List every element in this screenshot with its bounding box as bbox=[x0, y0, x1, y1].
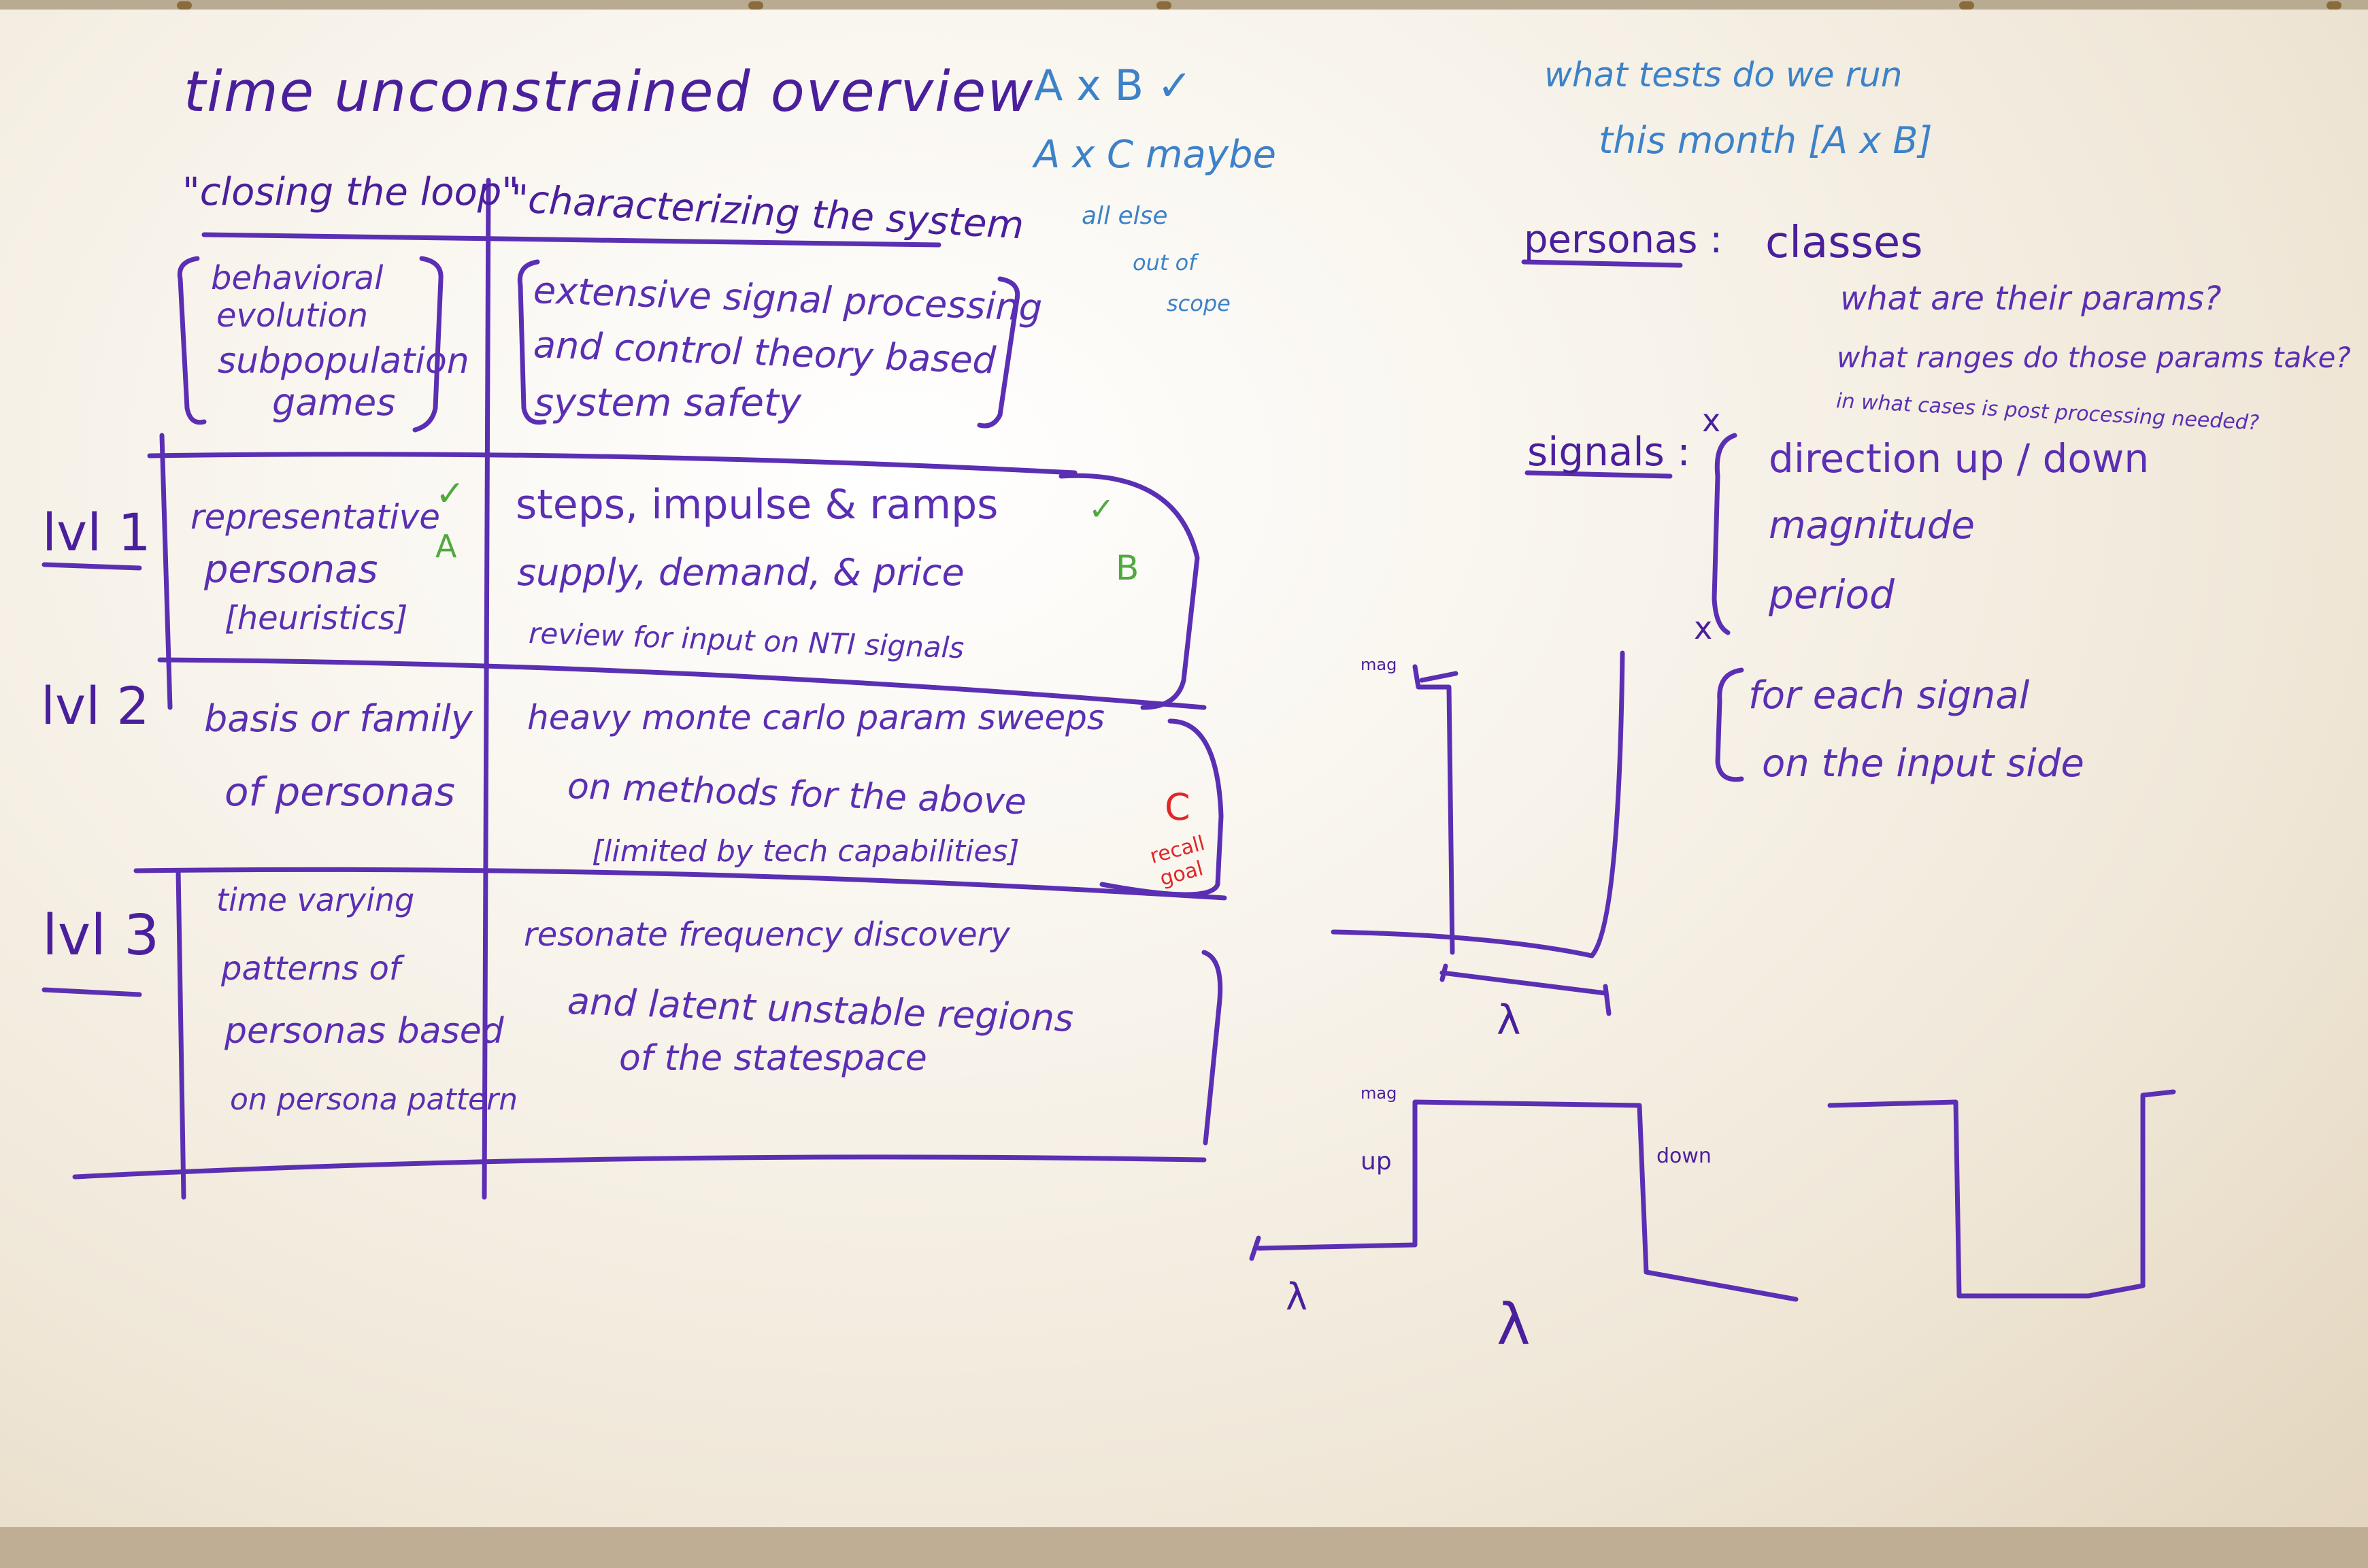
square-wave bbox=[1249, 1099, 1799, 1302]
top-right-line: system safety bbox=[534, 381, 802, 425]
lvl1-left-line: [heuristics] bbox=[224, 599, 408, 637]
persona-question: what ranges do those params take? bbox=[1837, 341, 2351, 374]
lvl2-right-line: heavy monte carlo param sweeps bbox=[527, 698, 1105, 737]
impulse-left-edge bbox=[1412, 664, 1455, 955]
impulse-axis bbox=[1331, 650, 1625, 958]
personas-value: classes bbox=[1765, 218, 1923, 268]
square-down-label: down bbox=[1656, 1144, 1712, 1168]
tests-note-line: what tests do we run bbox=[1544, 55, 1903, 95]
marker-b: B bbox=[1116, 548, 1139, 588]
lvl3-right-line: resonate frequency discovery bbox=[524, 916, 1010, 954]
frame-clip bbox=[1959, 1, 1974, 10]
ink-strokes bbox=[41, 178, 2176, 1302]
impulse-top bbox=[1419, 671, 1458, 683]
for-each-signal-line: for each signal bbox=[1748, 673, 2030, 718]
square-period-small: λ bbox=[1286, 1275, 1307, 1318]
lvl1-left-line: representative bbox=[190, 497, 440, 537]
lvl1-right-line: supply, demand, & price bbox=[517, 551, 965, 594]
personas-underline bbox=[1521, 259, 1683, 268]
axb-note: A x B ✓ bbox=[1034, 61, 1193, 110]
left-column-header: "closing the loop" bbox=[182, 170, 520, 214]
frame-clip bbox=[748, 1, 763, 10]
bracket-signal-processing bbox=[517, 259, 1020, 429]
table-left-rule bbox=[159, 433, 186, 1200]
impulse-mag-label: mag bbox=[1361, 655, 1397, 674]
check-icon: ✓ bbox=[1088, 490, 1115, 527]
lvl3-right-line: of the statespace bbox=[619, 1038, 927, 1079]
lvl3-left-line: personas based bbox=[224, 1011, 504, 1052]
frame-clip bbox=[2327, 1, 2341, 10]
lvl2-right-line: [limited by tech capabilities] bbox=[592, 834, 1020, 869]
marker-a: A bbox=[435, 528, 457, 565]
out-of-scope-line: out of bbox=[1133, 250, 1197, 276]
impulse-period-bracket bbox=[1439, 963, 1612, 1016]
lvl2-left-line: basis or family bbox=[204, 697, 473, 740]
signals-bracket-mark: x bbox=[1694, 610, 1713, 646]
signals-label: signals : bbox=[1527, 429, 1690, 475]
axc-note: A x C maybe bbox=[1034, 133, 1276, 177]
signal-item: direction up / down bbox=[1769, 435, 2150, 482]
lvl3-left-line: patterns of bbox=[221, 950, 401, 988]
personas-label: personas : bbox=[1524, 218, 1723, 262]
lvl1-right-line: steps, impulse & ramps bbox=[516, 481, 999, 529]
top-left-line: evolution bbox=[216, 297, 369, 335]
impulse-period-label: λ bbox=[1497, 997, 1521, 1044]
lvl3-underline bbox=[41, 987, 142, 997]
level-1-label: lvl 1 bbox=[42, 502, 151, 563]
row-line-4 bbox=[72, 1154, 1207, 1180]
lvl2-left-line: of personas bbox=[224, 769, 455, 815]
row-line-2 bbox=[157, 657, 1207, 710]
lvl1-underline bbox=[41, 562, 142, 571]
signals-underline bbox=[1524, 470, 1673, 479]
frame-clip bbox=[177, 1, 192, 10]
out-of-scope-line: scope bbox=[1167, 290, 1231, 316]
top-left-line: games bbox=[272, 381, 396, 424]
level-2-label: lvl 2 bbox=[41, 675, 150, 736]
lvl1-left-line: personas bbox=[204, 548, 378, 592]
lvl3-left-line: time varying bbox=[216, 882, 415, 918]
board-title: time unconstrained overview bbox=[184, 60, 1035, 124]
whiteboard-frame-top bbox=[0, 0, 2368, 10]
row-line-3 bbox=[133, 867, 1227, 901]
whiteboard-frame-bottom bbox=[0, 1527, 2368, 1568]
square-period-large: λ bbox=[1497, 1291, 1531, 1358]
bracket-lvl3 bbox=[1201, 950, 1223, 1146]
signals-bracket-mark: x bbox=[1702, 402, 1721, 439]
bracket-behavioral bbox=[177, 256, 444, 433]
square-wave-2 bbox=[1827, 1089, 2176, 1299]
persona-question: what are their params? bbox=[1840, 280, 2222, 318]
marker-c: C bbox=[1165, 786, 1190, 829]
check-icon: ✓ bbox=[435, 473, 465, 514]
lvl3-left-line: on persona pattern bbox=[230, 1082, 518, 1117]
table-divider bbox=[482, 178, 491, 1200]
top-left-line: behavioral bbox=[211, 259, 384, 297]
tests-note-line: this month [A x B] bbox=[1599, 119, 1933, 162]
bracket-for-each bbox=[1715, 667, 1744, 782]
signal-item: period bbox=[1769, 571, 1895, 618]
bracket-lvl2 bbox=[1099, 718, 1224, 897]
frame-clip bbox=[1156, 1, 1171, 10]
top-left-line: subpopulation bbox=[218, 341, 469, 382]
signal-item: magnitude bbox=[1769, 503, 1975, 548]
square-mag-label: mag bbox=[1361, 1084, 1397, 1103]
bracket-lvl1 bbox=[1058, 473, 1200, 710]
header-underline bbox=[201, 232, 941, 248]
row-line-1 bbox=[147, 452, 1078, 476]
for-each-signal-line: on the input side bbox=[1762, 741, 2084, 786]
square-up-label: up bbox=[1361, 1148, 1392, 1175]
bracket-signals bbox=[1712, 433, 1737, 635]
level-3-label: lvl 3 bbox=[42, 903, 160, 968]
out-of-scope-line: all else bbox=[1082, 202, 1168, 230]
